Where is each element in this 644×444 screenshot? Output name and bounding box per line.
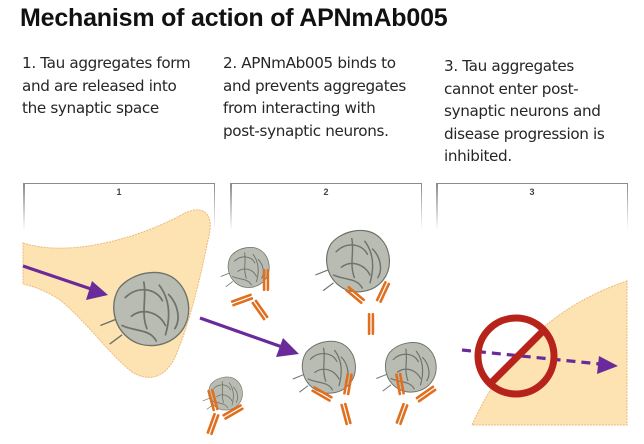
panel-3-number: 3 (529, 187, 535, 197)
step-3-description: 3. Tau aggregates cannot enter post- syn… (444, 55, 605, 168)
release-arrow (22, 264, 108, 300)
step-2-line: from interacting with (223, 99, 376, 117)
step-1-description: 1. Tau aggregates form and are released … (22, 52, 191, 120)
step-2-line: and prevents aggregates (223, 76, 406, 95)
step-1-line: 1. Tau aggregates form (22, 54, 191, 72)
step-1-line: and are released into (22, 76, 177, 95)
step-3-line: disease progression is (444, 124, 605, 143)
prohibited-icon (474, 314, 558, 398)
panel-3-bracket: 3 (436, 183, 628, 234)
panel-1-number: 1 (116, 187, 122, 197)
postsynaptic-neuron (471, 280, 628, 426)
step-2-description: 2. APNmAb005 binds to and prevents aggre… (223, 52, 406, 142)
step-1-line: the synaptic space (22, 99, 159, 117)
blocked-entry-arrow (461, 348, 618, 374)
step-3-line: 3. Tau aggregates (444, 57, 574, 75)
panel-1-bracket: 1 (23, 183, 215, 234)
tau-antibody-complex (314, 229, 391, 335)
tau-antibody-complex (220, 246, 270, 321)
transfer-arrow (199, 316, 299, 357)
tau-antibody-complex (292, 340, 357, 426)
step-3-line: inhibited. (444, 147, 512, 165)
panel-2-number: 2 (323, 187, 329, 197)
page-title: Mechanism of action of APNmAb005 (20, 4, 448, 32)
step-2-line: post-synaptic neurons. (223, 121, 389, 140)
step-3-line: cannot enter post- (444, 79, 579, 98)
step-3-line: synaptic neurons and (444, 102, 601, 120)
tau-antibody-complex (202, 376, 245, 436)
panel-2-bracket: 2 (230, 183, 422, 234)
tau-antibody-complex (375, 341, 437, 426)
step-2-line: 2. APNmAb005 binds to (223, 54, 396, 72)
